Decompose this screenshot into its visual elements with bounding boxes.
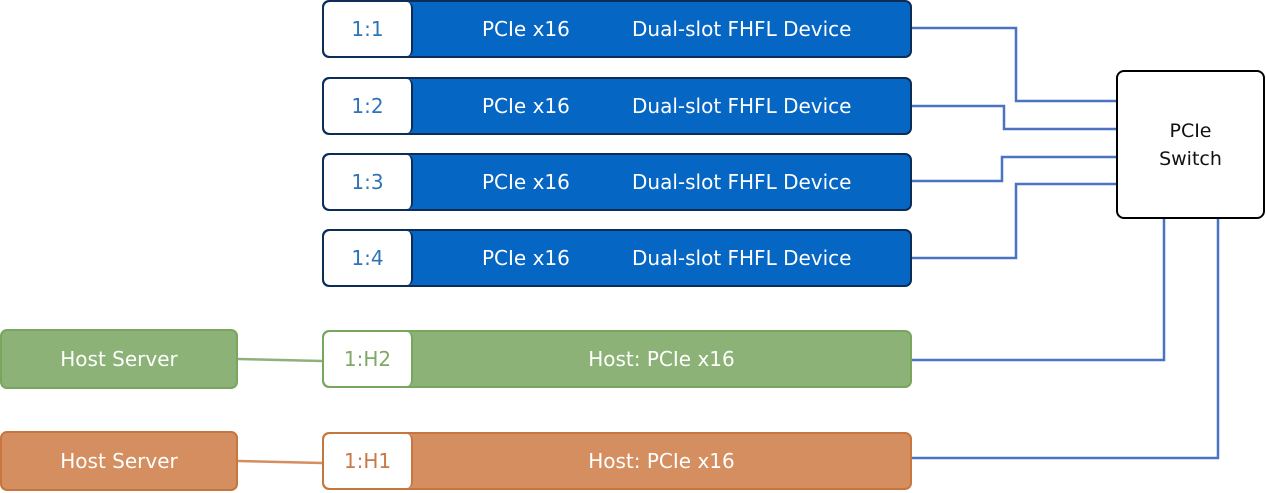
host-slot-label-1-h1: Host: PCIe x16 — [588, 449, 735, 473]
slot-bus-label-1-3: PCIe x16 — [482, 170, 570, 194]
device-slot-1-1: 1:1 PCIe x16 Dual-slot FHFL Device — [322, 0, 912, 58]
device-slot-1-3: 1:3 PCIe x16 Dual-slot FHFL Device — [322, 153, 912, 211]
switch-label-line-1: PCIe — [1169, 119, 1212, 142]
slot-id-1-4: 1:4 — [324, 231, 413, 285]
wire-host-slot-1-h2-to-switch — [912, 219, 1166, 362]
green-host-server: Host Server — [0, 329, 238, 389]
slot-id-1-h1: 1:H1 — [324, 434, 413, 488]
slot-bus-label-1-4: PCIe x16 — [482, 246, 570, 270]
slot-id-1-1: 1:1 — [324, 2, 413, 56]
slot-bus-label-1-1: PCIe x16 — [482, 17, 570, 41]
switch-label-line-2: Switch — [1159, 147, 1222, 170]
wire-slot-1-3-to-switch — [912, 155, 1116, 183]
slot-device-label-1-3: Dual-slot FHFL Device — [632, 170, 852, 194]
wire-slot-1-1-to-switch — [912, 26, 1116, 103]
host-slot-1-h2: 1:H2 Host: PCIe x16 — [322, 330, 912, 388]
host-slot-1-h1: 1:H1 Host: PCIe x16 — [322, 432, 912, 490]
device-slot-1-4: 1:4 PCIe x16 Dual-slot FHFL Device — [322, 229, 912, 287]
wire-host-slot-1-h1-to-switch — [912, 219, 1220, 460]
device-slot-1-2: 1:2 PCIe x16 Dual-slot FHFL Device — [322, 77, 912, 135]
slot-device-label-1-1: Dual-slot FHFL Device — [632, 17, 852, 41]
wire-slot-1-4-to-switch — [912, 182, 1116, 260]
slot-device-label-1-2: Dual-slot FHFL Device — [632, 94, 852, 118]
slot-id-1-2: 1:2 — [324, 79, 413, 133]
slot-id-1-3: 1:3 — [324, 155, 413, 209]
host-slot-label-1-h2: Host: PCIe x16 — [588, 347, 735, 371]
wire-slot-1-2-to-switch — [912, 104, 1116, 131]
wire-orange-server-to-host-slot — [237, 459, 323, 465]
slot-device-label-1-4: Dual-slot FHFL Device — [632, 246, 852, 270]
pcie-switch: PCIe Switch — [1116, 70, 1265, 219]
slot-bus-label-1-2: PCIe x16 — [482, 94, 570, 118]
wire-green-server-to-host-slot — [237, 357, 323, 363]
slot-id-1-h2: 1:H2 — [324, 332, 413, 386]
orange-host-server: Host Server — [0, 431, 238, 491]
